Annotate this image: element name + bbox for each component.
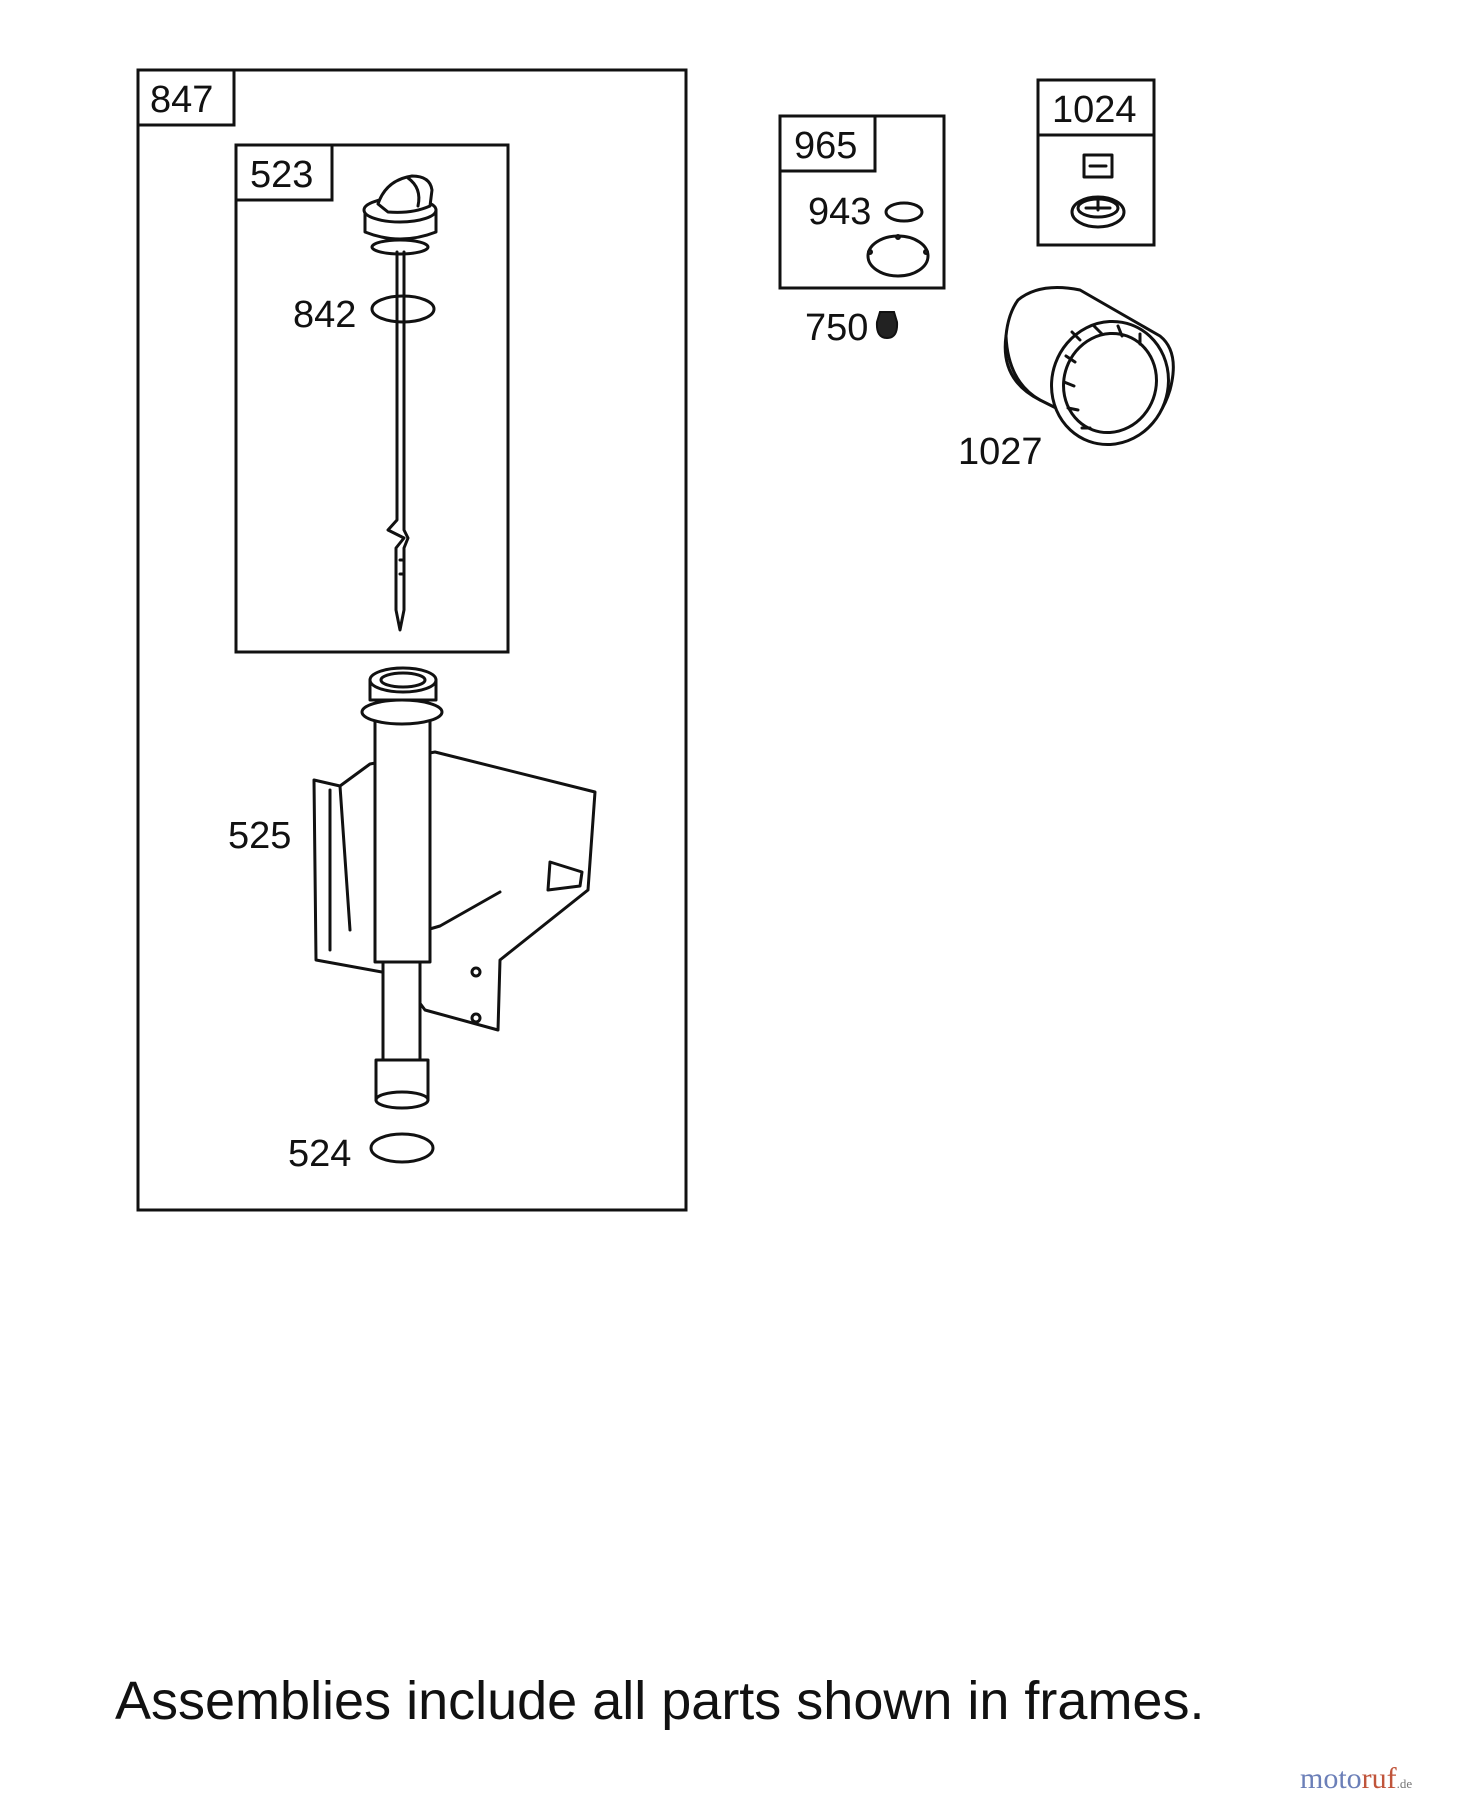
filter-adapter-drawing: [1070, 195, 1126, 229]
part-label-750: 750: [805, 307, 868, 349]
frame-label-523: 523: [250, 154, 313, 196]
drain-plug-750: 750: [805, 307, 899, 349]
oil-fill-tube-drawing: 525: [228, 666, 597, 1110]
watermark-part2: ruf: [1361, 1762, 1397, 1795]
frame-label-847: 847: [150, 79, 213, 121]
assembly-frame-1024: 1024: [1036, 78, 1156, 247]
o-ring-842: 842: [293, 294, 436, 336]
seal-ring-943: [884, 201, 924, 223]
o-ring-524: 524: [288, 1132, 435, 1175]
part-label-943: 943: [808, 191, 871, 233]
dipstick-cap-drawing: [362, 174, 438, 256]
part-label-1027: 1027: [958, 431, 1043, 473]
dipstick-rod-drawing: [386, 250, 410, 632]
motoruf-watermark: motoruf.de: [1300, 1762, 1412, 1796]
assembly-note: Assemblies include all parts shown in fr…: [115, 1671, 1205, 1731]
part-label-525: 525: [228, 815, 291, 857]
oil-filter-1027: 1027: [958, 286, 1175, 473]
part-label-524: 524: [288, 1133, 351, 1175]
watermark-part1: moto: [1300, 1762, 1362, 1795]
part-label-842: 842: [293, 294, 356, 336]
frame-label-965: 965: [794, 125, 857, 167]
assembly-frame-965: 965 943: [778, 114, 946, 290]
adapter-nut-drawing: [1082, 153, 1114, 179]
watermark-part3: .de: [1396, 1776, 1413, 1791]
frame-label-1024: 1024: [1052, 89, 1137, 131]
